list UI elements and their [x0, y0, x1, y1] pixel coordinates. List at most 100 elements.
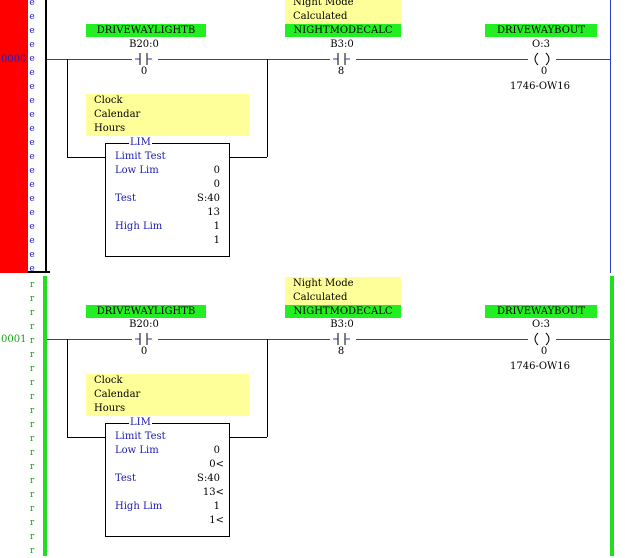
- branch-bottom-left: [67, 437, 105, 438]
- gutter-char: e: [29, 40, 35, 50]
- contact-bit[interactable]: 0: [140, 66, 148, 77]
- left-power-rail: [43, 276, 47, 556]
- low-lim-value-display: 0<: [209, 459, 224, 470]
- rung-gutter-selected[interactable]: [0, 0, 28, 273]
- contact-tag[interactable]: DRIVEWAYLIGHTB: [86, 305, 206, 318]
- gutter-char: e: [29, 194, 35, 204]
- gutter-char: r: [29, 546, 35, 556]
- comment-line: Calculated: [293, 11, 348, 22]
- gutter-char: e: [29, 26, 35, 36]
- gutter-char: r: [29, 350, 35, 360]
- rung-wire: [47, 339, 610, 340]
- gutter-char: e: [29, 208, 35, 218]
- rung-wire: [47, 59, 610, 60]
- xic-contact-icon[interactable]: [132, 332, 158, 346]
- test-label: Test: [115, 473, 136, 484]
- coil-address[interactable]: O:3: [532, 319, 550, 330]
- rung-comment: Night Mode Calculated: [285, 0, 401, 24]
- gutter-char: r: [29, 504, 35, 514]
- comment-line: Clock: [94, 375, 123, 386]
- comment-line: Calendar: [94, 109, 141, 120]
- gutter-char: r: [29, 280, 35, 290]
- gutter-char: e: [29, 152, 35, 162]
- low-lim-value-display: 0: [213, 179, 220, 190]
- gutter-char: r: [29, 378, 35, 388]
- instruction-comment: Clock Calendar Hours: [86, 374, 249, 416]
- lim-title: LIM: [129, 137, 152, 149]
- gutter-char: e: [29, 180, 35, 190]
- gutter-char: e: [29, 138, 35, 148]
- low-lim-value[interactable]: 0: [213, 445, 220, 456]
- gutter-char: e: [29, 68, 35, 78]
- contact-bit[interactable]: 8: [337, 66, 345, 77]
- contact-address[interactable]: B20:0: [129, 319, 159, 330]
- gutter-char: e: [29, 96, 35, 106]
- low-lim-label: Low Lim: [115, 445, 159, 456]
- gutter-char: e: [29, 166, 35, 176]
- ote-coil-icon[interactable]: [526, 332, 558, 346]
- contact-tag[interactable]: NIGHTMODECALC: [285, 24, 401, 37]
- lim-instruction-block[interactable]: LIM Limit Test Low Lim 0 0 Test S:40 13 …: [105, 137, 230, 257]
- low-lim-value[interactable]: 0: [213, 165, 220, 176]
- gutter-char: e: [29, 264, 35, 274]
- contact-bit[interactable]: 8: [337, 346, 345, 357]
- comment-line: Hours: [94, 403, 126, 414]
- gutter-char: e: [29, 82, 35, 92]
- contact-address[interactable]: B3:0: [330, 39, 354, 50]
- test-label: Test: [115, 193, 136, 204]
- gutter-char: e: [29, 222, 35, 232]
- ote-coil-icon[interactable]: [526, 52, 558, 66]
- comment-line: Night Mode: [293, 0, 354, 8]
- contact-bit[interactable]: 0: [140, 346, 148, 357]
- gutter-char: r: [29, 532, 35, 542]
- branch-right: [267, 59, 268, 157]
- contact-address[interactable]: B3:0: [330, 319, 354, 330]
- right-power-rail: [610, 276, 614, 556]
- low-lim-label: Low Lim: [115, 165, 159, 176]
- contact-tag[interactable]: NIGHTMODECALC: [285, 305, 401, 318]
- contact-tag[interactable]: DRIVEWAYLIGHTB: [86, 24, 206, 37]
- high-lim-value[interactable]: 1: [213, 221, 220, 232]
- gutter-column: e e e e e e e e e e e e e e e e e e e e: [28, 0, 42, 274]
- lim-instruction-block[interactable]: LIM Limit Test Low Lim 0 0< Test S:40 13…: [105, 417, 230, 537]
- test-address[interactable]: S:40: [197, 193, 220, 204]
- gutter-char: e: [29, 110, 35, 120]
- gutter-char: r: [29, 518, 35, 528]
- xic-contact-icon[interactable]: [330, 332, 356, 346]
- coil-bit[interactable]: 0: [540, 346, 548, 357]
- xic-contact-icon[interactable]: [132, 52, 158, 66]
- test-address[interactable]: S:40: [197, 473, 220, 484]
- lim-label: Limit Test: [115, 151, 166, 162]
- coil-tag[interactable]: DRIVEWAYBOUT: [485, 24, 597, 37]
- rung-0001[interactable]: r r r r r r r r r r r r r r r r r r r r …: [0, 276, 625, 556]
- branch-bottom-left: [67, 157, 105, 158]
- gutter-char: r: [29, 406, 35, 416]
- rung-number[interactable]: 0000: [1, 54, 27, 65]
- contact-address[interactable]: B20:0: [129, 39, 159, 50]
- coil-bit[interactable]: 0: [540, 66, 548, 77]
- coil-address[interactable]: O:3: [532, 39, 550, 50]
- gutter-char: r: [29, 476, 35, 486]
- left-power-rail: [45, 0, 47, 273]
- comment-line: Clock: [94, 95, 123, 106]
- gutter-char: e: [29, 124, 35, 134]
- rung-number[interactable]: 0001: [1, 334, 27, 345]
- lim-title: LIM: [129, 417, 152, 429]
- lim-label: Limit Test: [115, 431, 166, 442]
- instruction-comment: Clock Calendar Hours: [86, 94, 249, 136]
- high-lim-label: High Lim: [115, 221, 163, 232]
- gutter-char: r: [29, 364, 35, 374]
- gutter-char: e: [29, 54, 35, 64]
- test-value-display: 13<: [202, 487, 224, 498]
- branch-left: [67, 59, 68, 157]
- xic-contact-icon[interactable]: [330, 52, 356, 66]
- coil-tag[interactable]: DRIVEWAYBOUT: [485, 305, 597, 318]
- gutter-char: r: [29, 294, 35, 304]
- gutter-char: r: [29, 392, 35, 402]
- comment-line: Hours: [94, 123, 126, 134]
- gutter-char: r: [29, 490, 35, 500]
- high-lim-value[interactable]: 1: [213, 501, 220, 512]
- comment-line: Calculated: [293, 292, 348, 303]
- rung-0000[interactable]: e e e e e e e e e e e e e e e e e e e e …: [0, 0, 625, 276]
- gutter-char: r: [29, 308, 35, 318]
